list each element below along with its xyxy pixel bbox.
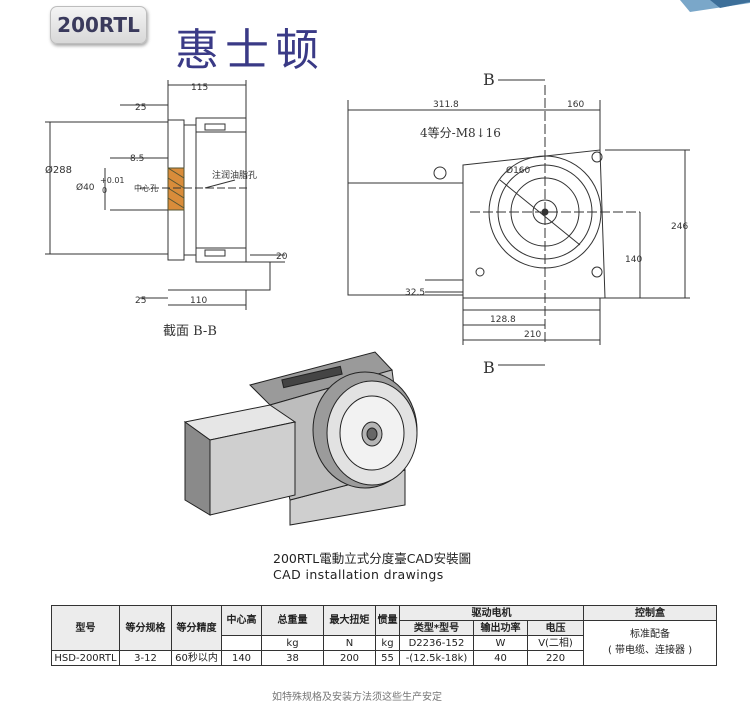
front-labels: B B 311.8 160 4等分-M8↓16 Ø160 246 140 32.…: [405, 70, 688, 377]
th-motor: 驱动电机: [398, 605, 585, 621]
control-note-cell: 标准配备 ( 带电缆、连接器 ): [583, 620, 718, 666]
corner-decoration: [680, 0, 750, 12]
section-caption: 截面 B-B: [163, 324, 217, 339]
control-note: 标准配备: [630, 629, 671, 640]
dim-8-5: 8.5: [130, 154, 144, 164]
th-model: 型号: [51, 605, 120, 651]
cell-accuracy: 60秒以内: [171, 650, 222, 666]
data-row: HSD-200RTL 3-12 60秒以内 140 38 200 55 -(12…: [51, 650, 717, 666]
dim-fit-lower: 0: [102, 186, 107, 195]
cell-motor-type: -(12.5k-18k): [399, 650, 474, 666]
th-spec: 等分规格: [119, 605, 172, 651]
dim-25-bottom: 25: [135, 296, 146, 306]
dim-pcd: Ø160: [506, 165, 531, 176]
front-view: [347, 79, 690, 366]
dim-210: 210: [524, 330, 541, 340]
unit-power: W: [473, 635, 528, 651]
th-inertia: 惯量: [375, 605, 400, 636]
unit-voltage: V(二相): [526, 635, 585, 651]
section-view: [45, 80, 285, 310]
dim-246: 246: [671, 222, 688, 232]
dim-20: 20: [276, 252, 288, 262]
unit-inertia: kg: [375, 635, 400, 651]
note-center-hole: 中心孔: [134, 183, 158, 193]
spec-table: 型号 等分规格 等分精度 中心高 总重量 最大扭矩 惯量 驱动电机 控制盒 类型…: [51, 605, 718, 666]
units-row: kg N kg D2236-152 W V(二相): [52, 635, 717, 651]
th-torque: 最大扭矩: [323, 605, 376, 636]
th-motor-power: 输出功率: [473, 620, 528, 636]
th-accuracy: 等分精度: [171, 605, 222, 651]
dim-110: 110: [190, 296, 207, 306]
note-holes: 4等分-M8↓16: [420, 126, 501, 140]
dim-128-8: 128.8: [490, 315, 516, 325]
cad-drawing: 115 25 25 110 Ø288 Ø40 +0.01 0 8.5 20 中心…: [45, 70, 690, 526]
unit-center: [221, 635, 262, 651]
control-note-2: ( 带电缆、连接器 ): [607, 645, 693, 656]
unit-motor-type: D2236-152: [399, 635, 474, 651]
dim-160: 160: [567, 100, 584, 110]
cell-model: HSD-200RTL: [51, 650, 120, 666]
model-badge: 200RTL: [50, 6, 147, 44]
dim-25-top: 25: [135, 103, 146, 113]
cell-weight: 38: [261, 650, 324, 666]
caption-chinese: 200RTL電動立式分度臺CAD安裝圖: [273, 551, 472, 566]
cell-voltage: 220: [526, 650, 585, 666]
unit-torque: N: [323, 635, 376, 651]
header-row-2: 类型*型号 输出功率 电压 标准配备 ( 带电缆、连接器 ): [52, 620, 718, 666]
cell-power: 40: [473, 650, 528, 666]
dim-fit: +0.01: [100, 176, 125, 185]
cell-torque: 200: [323, 650, 376, 666]
section-labels: 115 25 25 110 Ø288 Ø40 +0.01 0 8.5 20 中心…: [45, 83, 288, 339]
dim-32-5: 32.5: [405, 288, 425, 298]
section-mark-top: B: [483, 70, 495, 89]
th-control: 控制盒: [583, 605, 718, 621]
dim-115: 115: [191, 83, 208, 93]
caption-english: CAD installation drawings: [273, 567, 444, 582]
header-row-1: 型号 等分规格 等分精度 中心高 总重量 最大扭矩 惯量 驱动电机 控制盒: [51, 605, 718, 651]
cell-spec: 3-12: [119, 650, 172, 666]
dim-dia-40: Ø40: [76, 182, 95, 193]
cell-inertia: 55: [375, 650, 400, 666]
th-motor-type: 类型*型号: [399, 620, 474, 636]
unit-weight: kg: [261, 635, 324, 651]
th-weight: 总重量: [261, 605, 324, 636]
dim-140: 140: [625, 255, 642, 265]
product-3d-render: [183, 351, 418, 526]
cell-center-height: 140: [221, 650, 262, 666]
th-center-height: 中心高: [221, 605, 262, 636]
watermark-logo: 惠士顿: [175, 25, 325, 76]
note-oil-hole: 注润油脂孔: [212, 169, 257, 181]
footnote: 如特殊规格及安装方法须这些生产安定: [272, 692, 442, 703]
dim-dia-288: Ø288: [45, 164, 72, 176]
dim-311-8: 311.8: [433, 100, 459, 110]
th-motor-voltage: 电压: [526, 620, 585, 636]
section-mark-bottom: B: [483, 358, 495, 377]
